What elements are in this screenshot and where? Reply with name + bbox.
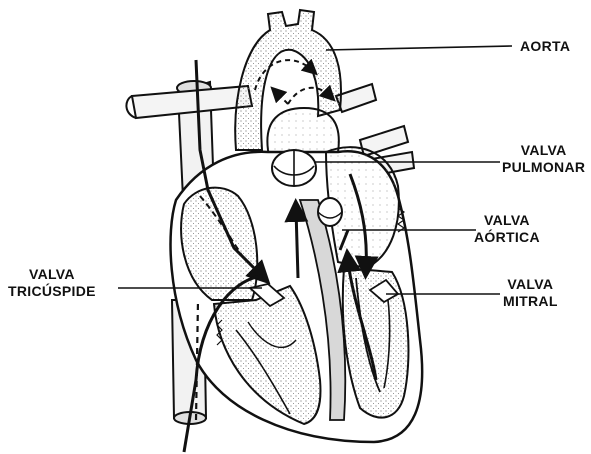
label-aorta-line-1: AORTA <box>520 38 570 55</box>
label-aortic-valve-line-2: AÓRTICA <box>474 229 540 246</box>
aortic-valve-shape <box>318 198 342 226</box>
label-tricuspid-valve-line-1: VALVA <box>8 266 96 283</box>
label-tricuspid-valve: VALVA TRICÚSPIDE <box>8 266 96 300</box>
label-pulmonary-valve: VALVA PULMONAR <box>502 142 585 176</box>
label-pulmonary-valve-line-2: PULMONAR <box>502 159 585 176</box>
label-pulmonary-valve-line-1: VALVA <box>502 142 585 159</box>
label-mitral-valve-line-1: VALVA <box>503 276 558 293</box>
pulmonary-valve-shape <box>272 150 316 186</box>
label-mitral-valve-line-2: MITRAL <box>503 293 558 310</box>
label-aorta: AORTA <box>520 38 570 55</box>
label-aortic-valve: VALVA AÓRTICA <box>474 212 540 246</box>
pulmonary-artery-right <box>126 86 252 118</box>
label-aortic-valve-line-1: VALVA <box>474 212 540 229</box>
leader-line-aorta <box>326 46 512 50</box>
label-mitral-valve: VALVA MITRAL <box>503 276 558 310</box>
label-tricuspid-valve-line-2: TRICÚSPIDE <box>8 283 96 300</box>
